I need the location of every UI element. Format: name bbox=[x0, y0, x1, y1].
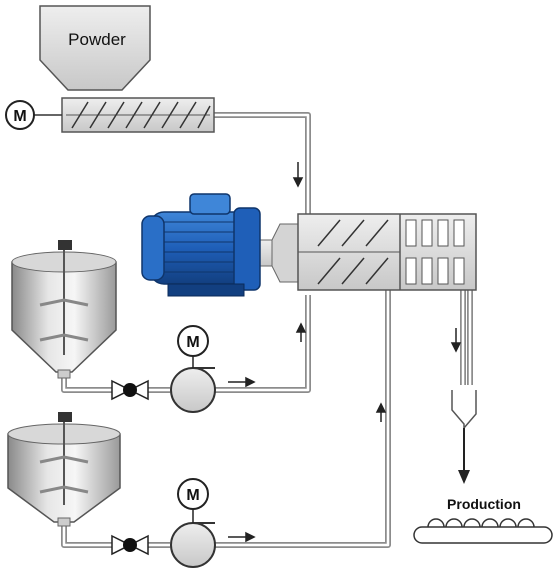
production-label: Production bbox=[447, 496, 521, 512]
upper-pump-motor-icon: M bbox=[177, 325, 209, 357]
arrow-down-feeder bbox=[292, 162, 304, 188]
pipes bbox=[61, 112, 466, 548]
electric-motor-icon bbox=[141, 193, 299, 297]
arrow-down-extruder-outlet bbox=[450, 328, 462, 353]
lower-valve-icon bbox=[111, 534, 149, 556]
upper-pump-icon bbox=[170, 356, 216, 413]
feeder-motor-icon: M bbox=[5, 100, 35, 130]
arrow-up-upper-pump-line bbox=[295, 322, 307, 342]
product-funnel-icon bbox=[451, 390, 477, 484]
feeder-motor-label: M bbox=[13, 108, 26, 125]
flow-arrows bbox=[228, 162, 462, 543]
upper-pump-motor-label: M bbox=[186, 334, 199, 351]
conveyor-icon bbox=[413, 518, 553, 544]
arrow-up-lower-pump-line bbox=[375, 402, 387, 422]
upper-valve-icon bbox=[111, 379, 149, 401]
lower-pump-motor-label: M bbox=[186, 487, 199, 504]
extruder-icon bbox=[297, 213, 477, 291]
pipe-upper-pump-to-extruder bbox=[215, 295, 311, 393]
lower-pump-icon bbox=[170, 509, 216, 568]
lower-mixing-tank-icon bbox=[7, 412, 121, 527]
screw-feeder-icon bbox=[61, 97, 215, 133]
hopper-icon: Powder bbox=[39, 5, 151, 91]
powder-label: Powder bbox=[68, 30, 126, 49]
arrow-right-lower-pump bbox=[228, 531, 256, 543]
upper-mixing-tank-icon bbox=[11, 240, 117, 379]
arrow-right-upper-pump bbox=[228, 376, 256, 388]
lower-pump-motor-icon: M bbox=[177, 478, 209, 510]
